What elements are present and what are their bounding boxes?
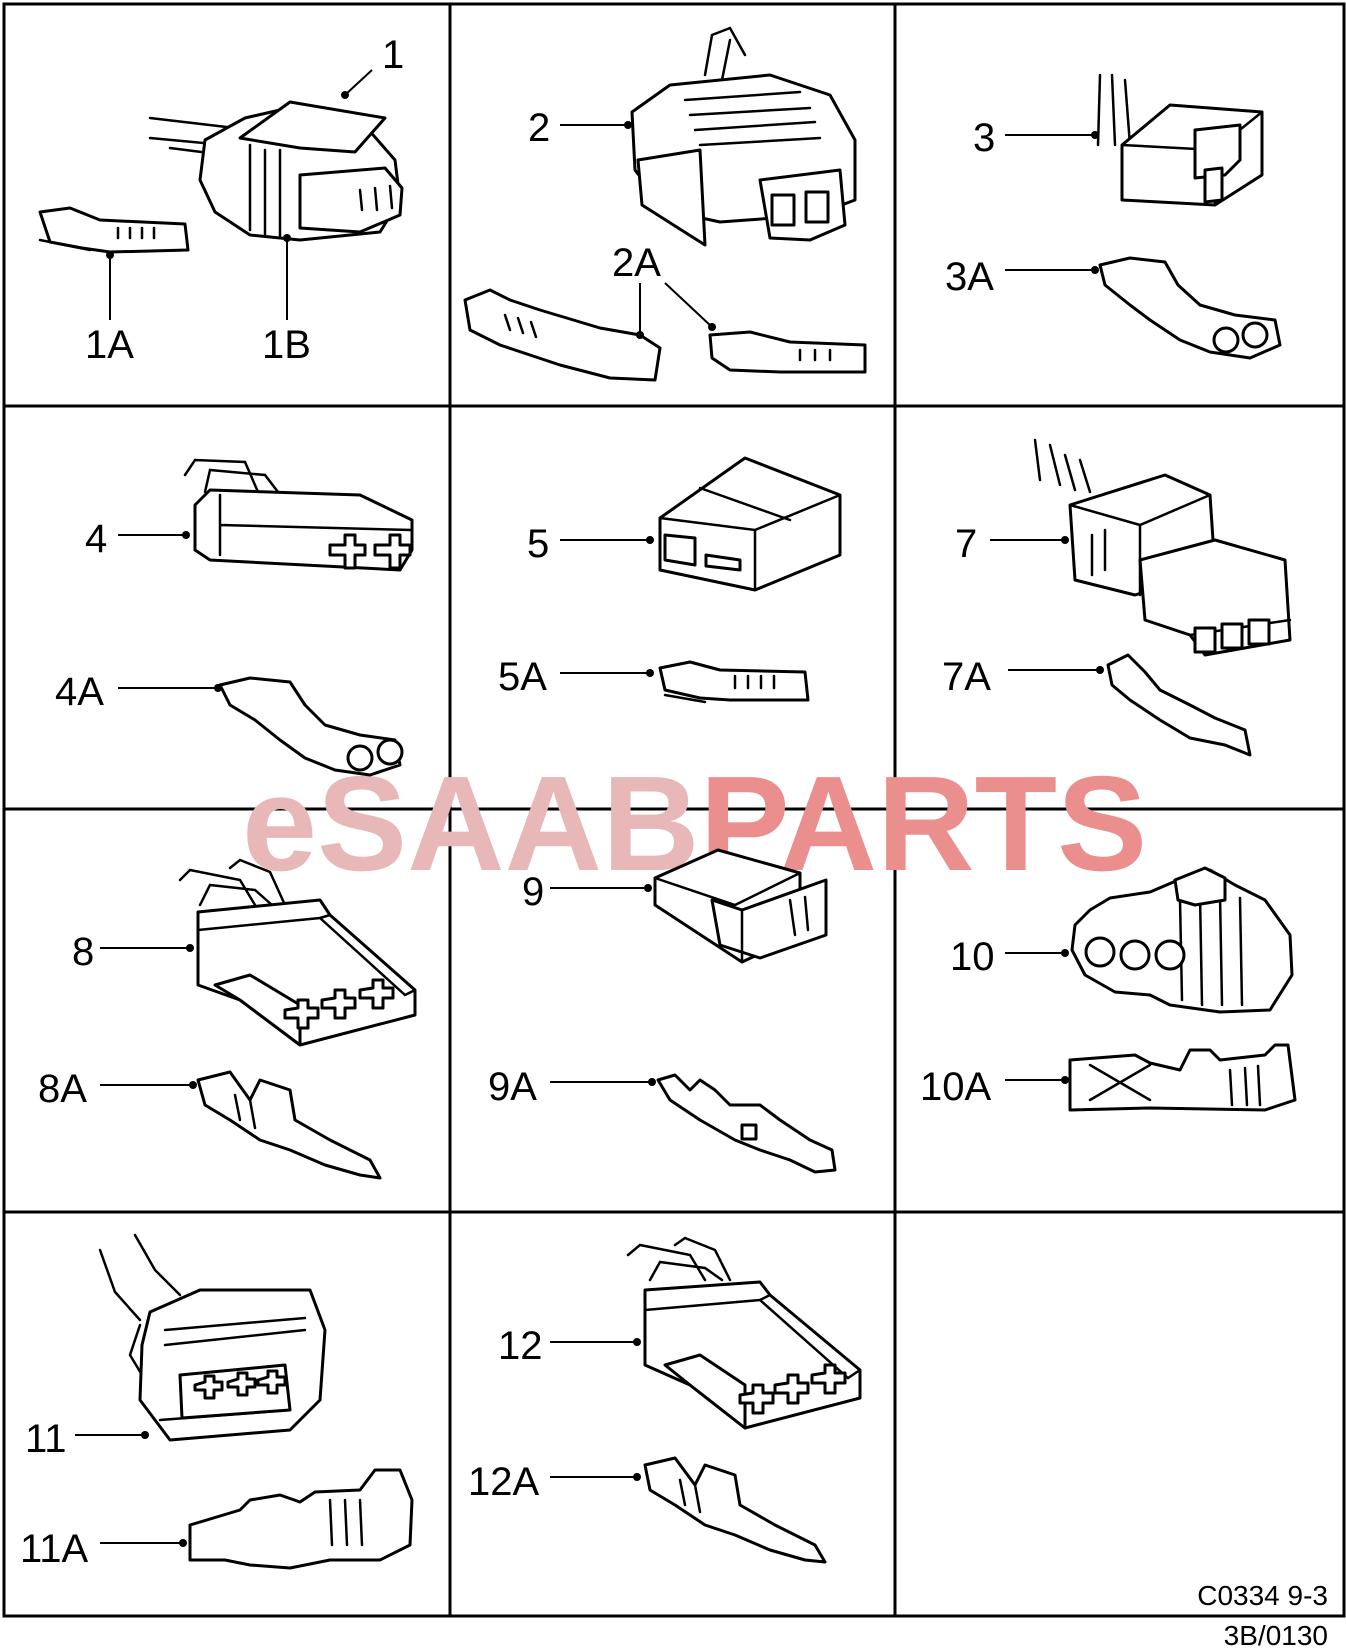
leader-lines-cell-7	[990, 536, 1104, 674]
leader-lines-cell-3	[1005, 131, 1099, 274]
label-5A: 5A	[498, 655, 547, 699]
leader-lines-cell-9	[550, 884, 656, 1086]
connector-12-drawing	[626, 1236, 862, 1564]
label-1B: 1B	[262, 323, 311, 367]
leader-lines-cell-8	[100, 944, 197, 1089]
label-8A: 8A	[38, 1067, 87, 1111]
label-1: 1	[382, 33, 404, 77]
label-4: 4	[85, 517, 107, 561]
label-10A: 10A	[920, 1065, 991, 1109]
label-12A: 12A	[468, 1460, 539, 1504]
connector-2-drawing	[463, 26, 867, 382]
leader-lines-cell-11	[75, 1431, 187, 1547]
connector-5-drawing	[658, 456, 842, 704]
connector-1-drawing	[38, 100, 404, 254]
connector-4-drawing	[183, 458, 414, 777]
label-8: 8	[72, 930, 94, 974]
label-1A: 1A	[85, 323, 134, 367]
connector-8-drawing	[178, 858, 417, 1180]
label-10: 10	[950, 935, 995, 979]
leader-lines-cell-12	[550, 1338, 641, 1481]
label-3A: 3A	[945, 255, 994, 299]
label-9: 9	[522, 870, 544, 914]
drawing-code: C0334 9-3	[1197, 1580, 1328, 1611]
connector-3-drawing	[1096, 73, 1282, 360]
label-7: 7	[955, 522, 977, 566]
label-11: 11	[25, 1417, 67, 1461]
watermark-prefix: eSAAB	[242, 748, 700, 899]
label-3: 3	[973, 116, 995, 160]
grid-frame	[2, 2, 1346, 1618]
label-4A: 4A	[55, 670, 104, 714]
connector-7-drawing	[1033, 438, 1292, 757]
leader-lines-cell-2	[560, 121, 716, 339]
label-11A: 11A	[20, 1527, 89, 1571]
leader-lines-cell-10	[1005, 949, 1069, 1084]
label-2: 2	[528, 106, 550, 150]
connector-10-drawing	[1068, 866, 1297, 1112]
leader-lines-cell-4	[118, 531, 222, 692]
label-2A: 2A	[612, 241, 661, 285]
connector-9-drawing	[653, 848, 837, 1174]
connector-11-drawing	[98, 1233, 414, 1570]
label-5: 5	[527, 522, 549, 566]
drawing-reference: 3B/0130	[1224, 1620, 1328, 1651]
label-9A: 9A	[488, 1065, 537, 1109]
label-12: 12	[498, 1324, 543, 1368]
label-7A: 7A	[942, 655, 991, 699]
leader-lines-cell-5	[560, 536, 654, 677]
leader-lines-cell-1	[106, 69, 373, 320]
